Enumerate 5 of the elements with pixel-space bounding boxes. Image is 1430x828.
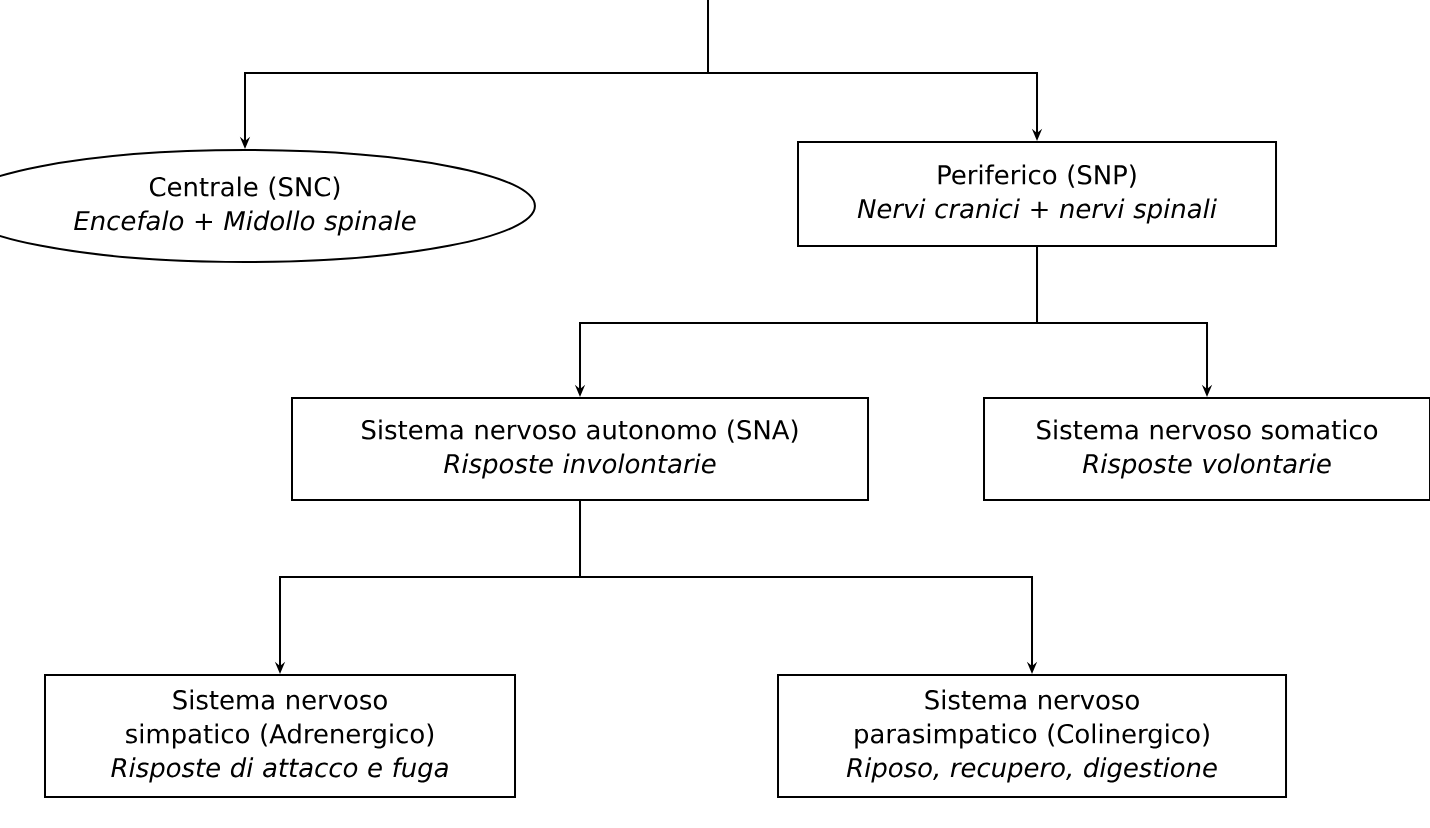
process-box: Sistema nervoso parasimpatico (Colinergico) Riposo, recupero, digestione [777, 674, 1287, 798]
process-box: Sistema nervoso simpatico (Adrenergico) Risposte di attacco e fuga [44, 674, 516, 798]
process-box: Sistema nervoso autonomo (SNA) Risposte involontarie [291, 397, 869, 501]
process-box: Periferico (SNP) Nervi cranici + nervi spinali [797, 141, 1277, 247]
process-box: Sistema nervoso somatico Risposte volontarie [983, 397, 1430, 501]
